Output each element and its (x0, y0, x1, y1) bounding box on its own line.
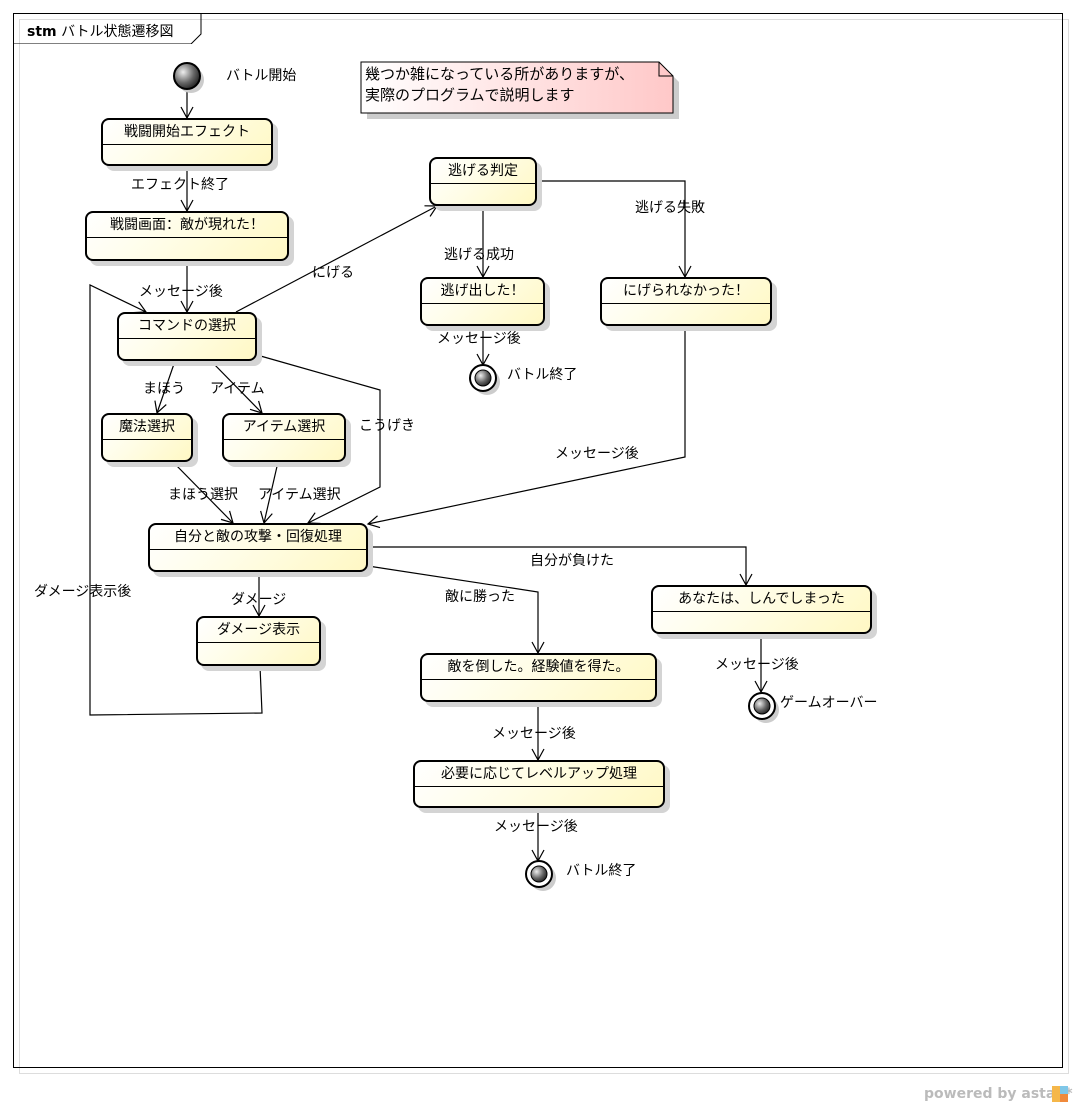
state-name: 戦闘画面：敵が現れた！ (87, 213, 287, 238)
final-win-label: バトル終了 (566, 863, 637, 879)
frame-kind: stm (27, 24, 57, 40)
label-item: アイテム (210, 381, 265, 397)
state-name: ダメージ表示 (198, 618, 319, 643)
state-name: 自分と敵の攻撃・回復処理 (150, 525, 366, 550)
label-lost: 自分が負けた (530, 553, 614, 569)
label-run: にげる (312, 265, 354, 281)
label-escape-fail: 逃げる失敗 (635, 200, 705, 216)
state-name: 逃げる判定 (431, 159, 535, 184)
transition-after-damage (89, 284, 263, 716)
state-name: 逃げ出した！ (422, 279, 543, 304)
state-battle-start-effect[interactable]: 戦闘開始エフェクト (101, 118, 273, 166)
label-item-selected: アイテム選択 (258, 487, 341, 503)
state-level-up[interactable]: 必要に応じてレベルアップ処理 (413, 760, 665, 808)
state-defeated-enemy[interactable]: 敵を倒した。経験値を得た。 (420, 653, 657, 702)
label-after-message-escaped: メッセージ後 (437, 331, 521, 347)
state-damage-display[interactable]: ダメージ表示 (196, 616, 321, 666)
note-line-2: 実際のプログラムで説明します (365, 86, 575, 104)
final-state-escape (469, 364, 500, 395)
label-effect-end: エフェクト終了 (131, 177, 229, 193)
label-after-message-won: メッセージ後 (492, 726, 576, 742)
state-name: あなたは、しんでしまった (653, 587, 870, 612)
label-after-message: メッセージ後 (139, 284, 223, 300)
note-shape (360, 61, 674, 114)
frame-name: バトル状態遷移図 (61, 24, 174, 40)
label-after-message-failed: メッセージ後 (555, 446, 639, 462)
state-magic-select[interactable]: 魔法選択 (101, 413, 193, 462)
transition-item-selected (260, 461, 279, 525)
state-name: 魔法選択 (103, 415, 191, 440)
transition-after-fail (366, 326, 686, 529)
powered-by-text: powered by astah* (924, 1086, 1073, 1102)
transition-item (210, 360, 263, 414)
transition-run (235, 205, 439, 313)
label-attack: こうげき (359, 418, 415, 434)
state-battle-screen[interactable]: 戦闘画面：敵が現れた！ (85, 211, 289, 261)
label-damage: ダメージ (231, 592, 287, 608)
transition-magic (154, 360, 176, 415)
label-after-damage-display: ダメージ表示後 (34, 584, 132, 600)
frame-tab (13, 13, 202, 44)
transition-escape-fail (536, 180, 692, 279)
state-name: 戦闘開始エフェクト (103, 120, 271, 145)
diagram-frame (13, 13, 1063, 1068)
frame-title: stm バトル状態遷移図 (27, 21, 174, 41)
note: 幾つか雑になっている所がありますが、 実際のプログラムで説明します (365, 64, 634, 106)
state-name: コマンドの選択 (119, 314, 255, 339)
state-name: 敵を倒した。経験値を得た。 (422, 655, 655, 680)
state-escape-failed[interactable]: にげられなかった！ (600, 277, 772, 326)
label-after-message-levelup: メッセージ後 (494, 819, 578, 835)
final-state-gameover (748, 692, 779, 723)
label-magic: まほう (143, 381, 185, 397)
label-escape-success: 逃げる成功 (444, 247, 514, 263)
transition-lost (368, 546, 753, 587)
state-you-died[interactable]: あなたは、しんでしまった (651, 585, 872, 634)
transition-won (367, 565, 545, 655)
initial-state (173, 62, 201, 90)
state-item-select[interactable]: アイテム選択 (222, 413, 346, 462)
state-escaped[interactable]: 逃げ出した！ (420, 277, 545, 326)
final-state-win (525, 860, 556, 891)
transition-magic-selected (172, 461, 234, 524)
state-name: アイテム選択 (224, 415, 344, 440)
state-name: にげられなかった！ (602, 279, 770, 304)
state-name: 必要に応じてレベルアップ処理 (415, 762, 663, 787)
label-won: 敵に勝った (445, 589, 515, 605)
transition-attack (256, 354, 381, 525)
state-command-select[interactable]: コマンドの選択 (117, 312, 257, 361)
final-gameover-label: ゲームオーバー (780, 695, 878, 711)
state-escape-judge[interactable]: 逃げる判定 (429, 157, 537, 206)
astah-logo-icon (1052, 1086, 1068, 1102)
note-line-1: 幾つか雑になっている所がありますが、 (365, 65, 634, 83)
final-escape-label: バトル終了 (507, 367, 578, 383)
label-after-message-died: メッセージ後 (715, 657, 799, 673)
frame-shadow (19, 19, 1069, 1074)
initial-label: バトル開始 (226, 68, 297, 84)
state-attack-heal[interactable]: 自分と敵の攻撃・回復処理 (148, 523, 368, 572)
label-magic-selected: まほう選択 (168, 487, 238, 503)
